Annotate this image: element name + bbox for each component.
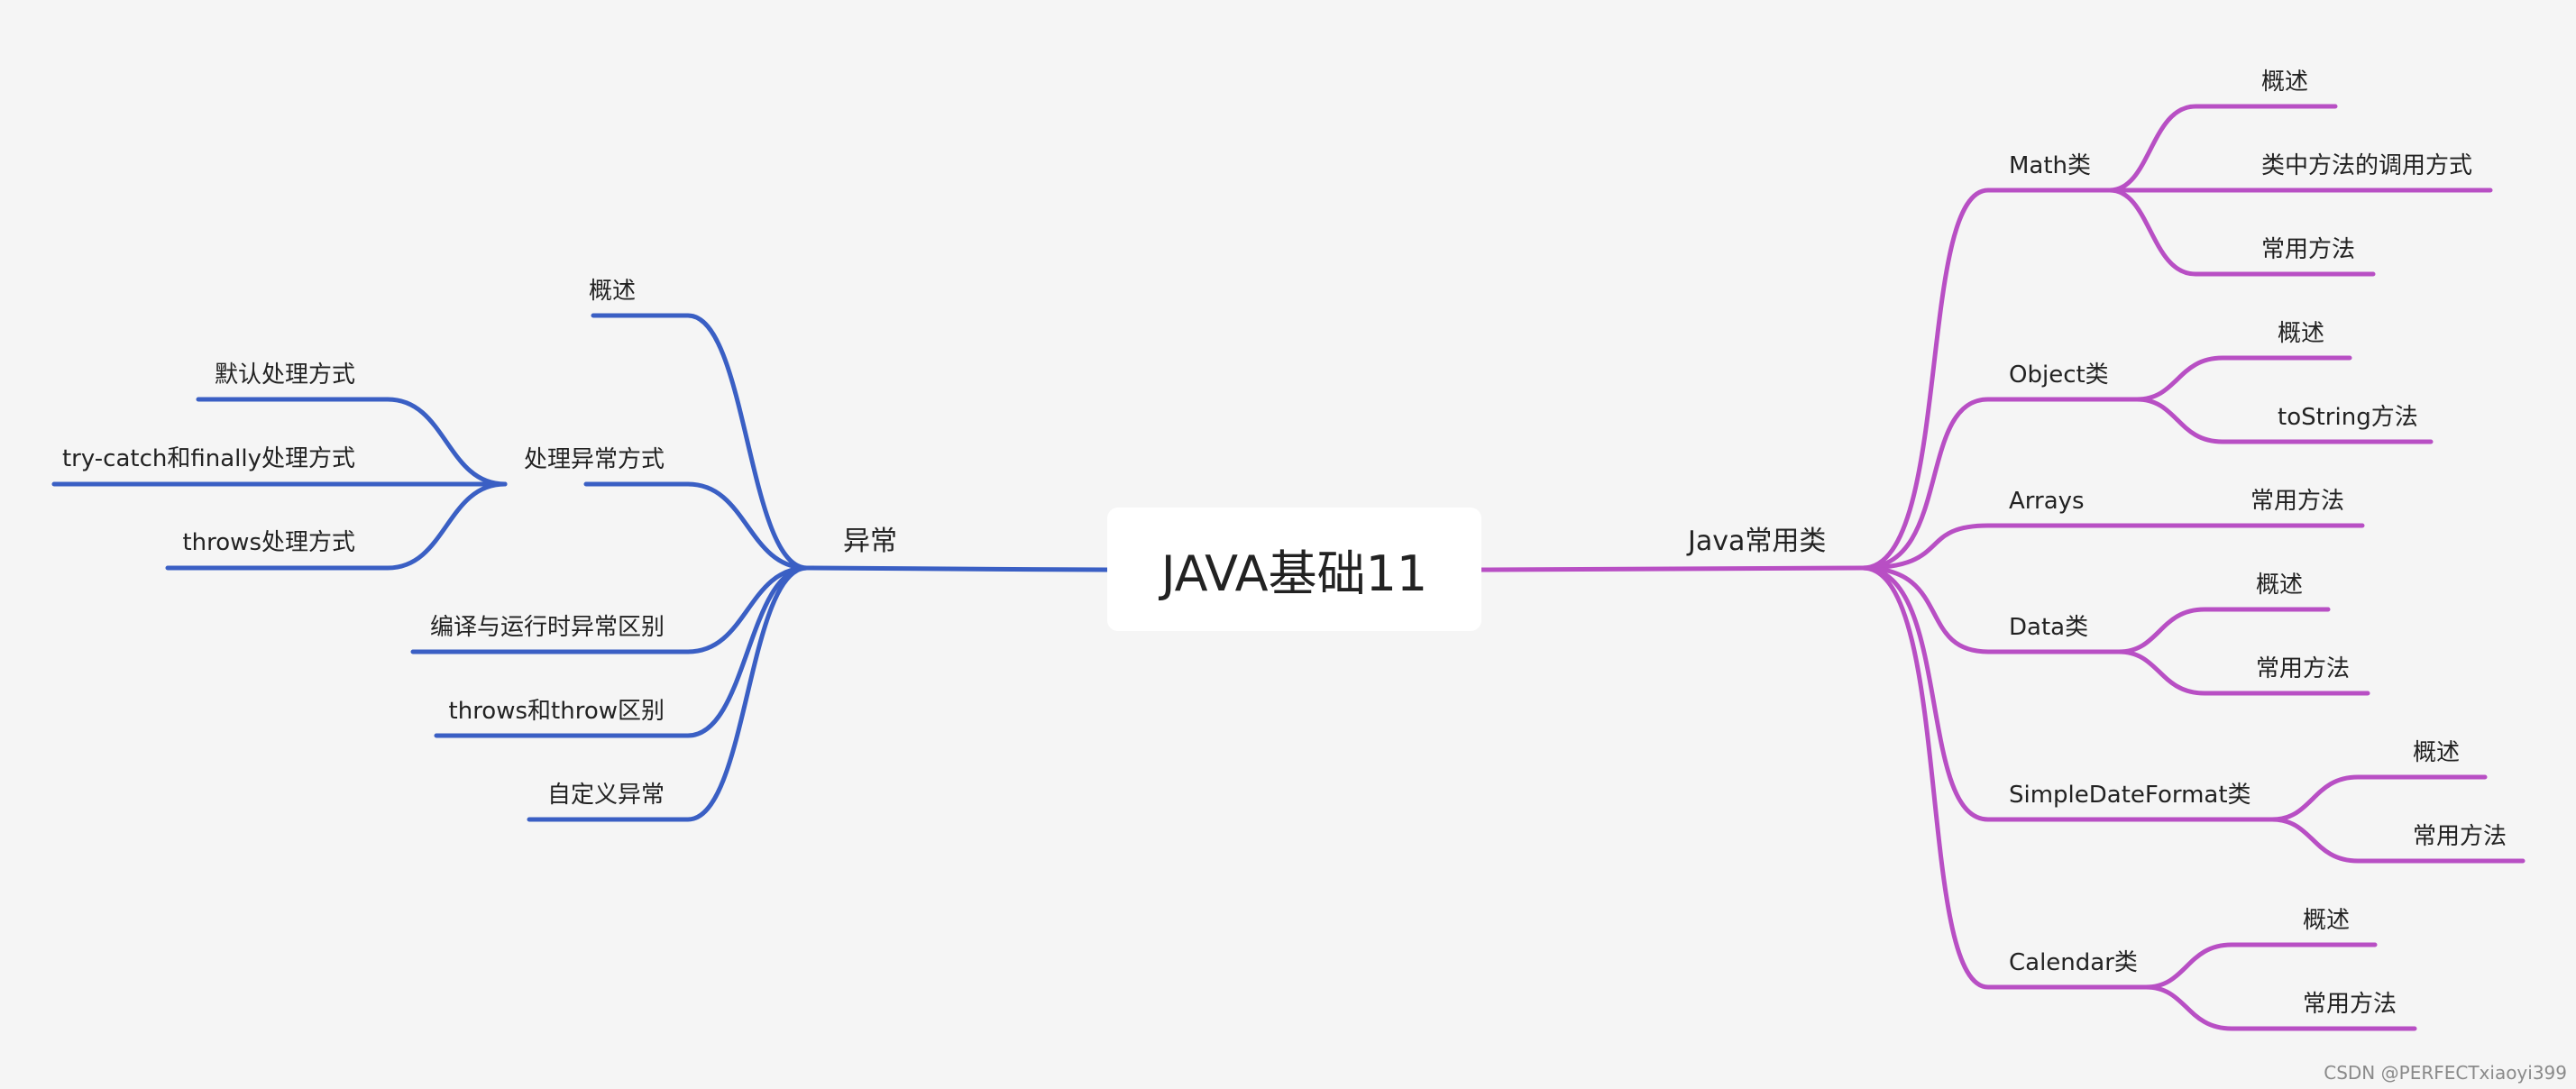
connector-sdf-sub-0 xyxy=(2269,774,2488,822)
node-sdf-overview[interactable]: 概述 xyxy=(2413,739,2461,766)
node-throws-handling[interactable]: throws处理方式 xyxy=(182,529,355,556)
node-data-class[interactable]: Data类 xyxy=(2009,614,2089,641)
connector-object xyxy=(1860,397,2140,571)
node-calendar-methods[interactable]: 常用方法 xyxy=(2303,991,2397,1018)
connector-math xyxy=(1860,188,2113,571)
connector-object-sub-1 xyxy=(2134,397,2434,444)
root-node[interactable]: JAVA基础11 xyxy=(1107,508,1481,631)
connector-handling xyxy=(583,481,810,571)
node-calendar-overview[interactable]: 概述 xyxy=(2303,907,2351,934)
node-object-class[interactable]: Object类 xyxy=(2009,361,2109,389)
node-math-methods[interactable]: 常用方法 xyxy=(2261,236,2356,263)
node-arrays-methods[interactable]: 常用方法 xyxy=(2251,488,2345,515)
node-data-overview[interactable]: 概述 xyxy=(2256,572,2304,599)
connector-overview xyxy=(591,313,810,571)
node-object-overview[interactable]: 概述 xyxy=(2278,320,2325,347)
connector-data xyxy=(1860,565,2122,654)
connector-throws-throw xyxy=(434,565,810,738)
connector-calendar xyxy=(1860,565,2149,990)
connector-data-sub-1 xyxy=(2116,649,2370,696)
connector-throws-method xyxy=(165,481,508,571)
connector-sdf xyxy=(1860,565,2275,822)
node-exception-handling[interactable]: 处理异常方式 xyxy=(523,446,665,473)
connector-default xyxy=(196,397,508,487)
branch-exception-label[interactable]: 异常 xyxy=(843,526,897,557)
node-exception-overview[interactable]: 概述 xyxy=(588,278,636,305)
node-math-overview[interactable]: 概述 xyxy=(2261,69,2309,96)
connector-root-exception xyxy=(809,565,1110,572)
node-math-class[interactable]: Math类 xyxy=(2009,152,2092,179)
connector-sdf-sub-1 xyxy=(2269,817,2526,864)
connector-calendar-sub-1 xyxy=(2143,984,2417,1031)
node-calendar-class[interactable]: Calendar类 xyxy=(2009,949,2138,976)
connector-object-sub-0 xyxy=(2134,355,2352,402)
node-custom-exception[interactable]: 自定义异常 xyxy=(546,782,665,809)
connector-data-sub-0 xyxy=(2116,607,2331,654)
node-sdf-methods[interactable]: 常用方法 xyxy=(2413,823,2507,850)
node-tostring-method[interactable]: toString方法 xyxy=(2278,404,2418,431)
connector-root-classes xyxy=(1479,565,1866,572)
connector-math-sub-0 xyxy=(2107,104,2338,193)
node-compile-runtime-diff[interactable]: 编译与运行时异常区别 xyxy=(429,614,665,641)
node-math-call-style[interactable]: 类中方法的调用方式 xyxy=(2261,152,2473,179)
connector-math-sub-2 xyxy=(2107,188,2376,277)
node-arrays-class[interactable]: Arrays xyxy=(2009,488,2085,515)
node-default-handling[interactable]: 默认处理方式 xyxy=(214,361,355,389)
node-data-methods[interactable]: 常用方法 xyxy=(2256,655,2351,682)
branch-java-classes-label[interactable]: Java常用类 xyxy=(1688,526,1827,557)
connector-custom xyxy=(527,565,810,822)
connector-compile-runtime xyxy=(410,565,810,654)
node-try-catch-finally[interactable]: try-catch和finally处理方式 xyxy=(61,445,355,472)
watermark: CSDN @PERFECTxiaoyi399 xyxy=(2324,1062,2567,1084)
connector-calendar-sub-0 xyxy=(2143,942,2378,990)
node-throws-throw-diff[interactable]: throws和throw区别 xyxy=(448,698,665,725)
connector-arrays xyxy=(1860,523,2365,571)
node-simpledateformat-class[interactable]: SimpleDateFormat类 xyxy=(2009,782,2251,809)
